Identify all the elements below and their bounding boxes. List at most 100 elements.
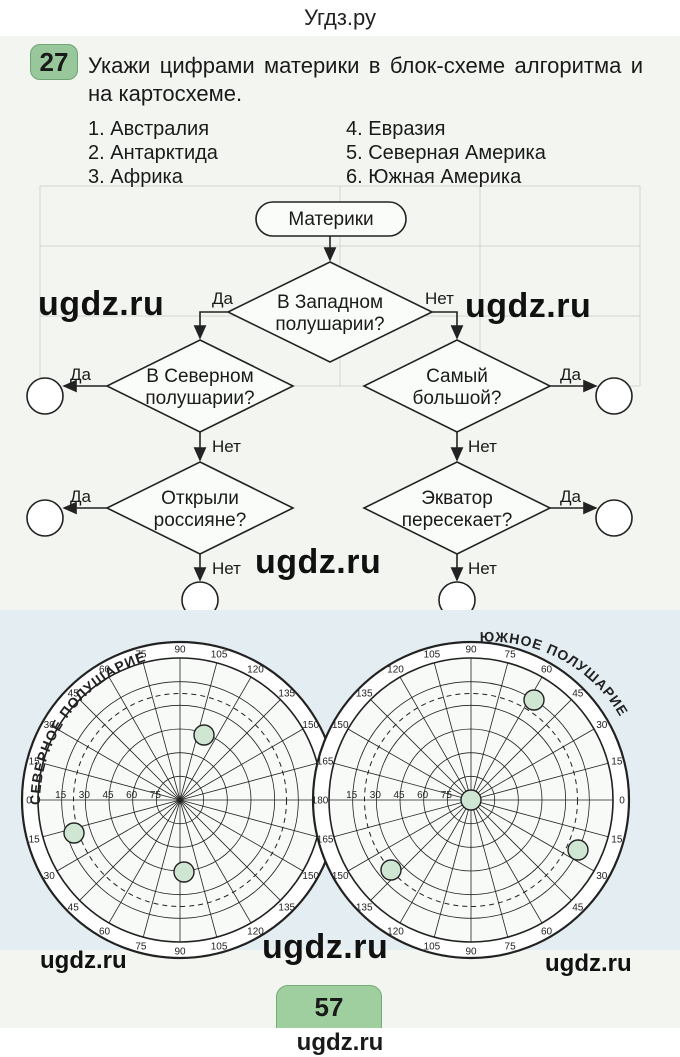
south-meridian <box>433 799 472 938</box>
south-meridian <box>347 728 472 801</box>
north-longitude-label: 45 <box>68 902 80 913</box>
south-continent-marker[interactable] <box>460 789 482 811</box>
north-meridian <box>56 799 181 872</box>
north-longitude-label: 75 <box>135 650 147 661</box>
south-meridian <box>333 799 472 838</box>
south-longitude-label: 120 <box>387 926 404 937</box>
answer-circle-5[interactable] <box>595 499 633 537</box>
north-meridian <box>142 662 181 801</box>
south-longitude-label: 150 <box>332 871 349 882</box>
north-longitude-label: 135 <box>278 689 295 700</box>
south-meridian <box>470 799 609 838</box>
list-item-south-america: 6. Южная Америка <box>346 166 522 188</box>
north-continent-marker[interactable] <box>193 724 215 746</box>
north-longitude-label: 135 <box>278 902 295 913</box>
south-longitude-label: 75 <box>505 650 517 661</box>
north-longitude-label: 15 <box>29 835 41 846</box>
south-longitude-label: 60 <box>541 926 553 937</box>
north-longitude-label: 150 <box>302 720 319 731</box>
task-number-badge: 27 <box>30 44 78 80</box>
watermark: ugdz.ru <box>38 285 165 323</box>
north-meridian <box>179 762 318 801</box>
south-meridian <box>333 762 472 801</box>
south-longitude-label: 135 <box>356 689 373 700</box>
south-longitude-label: 15 <box>611 835 623 846</box>
answer-circle-4[interactable] <box>595 377 633 415</box>
answer-circle-1[interactable] <box>26 377 64 415</box>
answer-circle-2[interactable] <box>26 499 64 537</box>
south-latitude-label: 60 <box>417 790 429 801</box>
north-longitude-label: 150 <box>302 871 319 882</box>
north-longitude-label: 30 <box>44 871 56 882</box>
north-longitude-label: 15 <box>29 756 41 767</box>
north-meridian <box>108 799 181 924</box>
label-yes-q4: Да <box>560 365 582 384</box>
south-continent-marker[interactable] <box>567 839 589 861</box>
south-longitude-label: 105 <box>424 941 441 952</box>
south-longitude-label: 120 <box>387 665 404 676</box>
north-meridian <box>56 728 181 801</box>
flow-q3-line1: Открыли <box>161 488 239 509</box>
north-longitude-label: 120 <box>247 926 264 937</box>
south-longitude-label: 150 <box>332 720 349 731</box>
south-longitude-label: 90 <box>465 947 477 958</box>
site-footer[interactable]: ugdz.ru <box>0 1028 680 1057</box>
south-meridian <box>470 799 543 924</box>
north-meridian <box>179 676 252 801</box>
label-no-q2: Нет <box>212 437 241 456</box>
north-longitude-label: 75 <box>135 941 147 952</box>
south-longitude-label: 90 <box>465 645 477 656</box>
list-item-australia: 1. Австралия <box>88 118 210 140</box>
list-item-eurasia: 4. Евразия <box>346 118 446 140</box>
north-longitude-label: 90 <box>174 645 186 656</box>
south-longitude-label: 135 <box>356 902 373 913</box>
south-longitude-label: 0 <box>619 796 625 807</box>
south-latitude-label: 30 <box>370 790 382 801</box>
south-longitude-label: 105 <box>424 650 441 661</box>
north-meridian <box>142 799 181 938</box>
south-longitude-label: 15 <box>611 756 623 767</box>
north-meridian <box>179 799 304 872</box>
label-no-q3: Нет <box>212 559 241 578</box>
south-longitude-label: 60 <box>541 665 553 676</box>
south-meridian <box>433 662 472 801</box>
north-meridian <box>179 799 281 901</box>
north-longitude-label: 0 <box>26 796 32 807</box>
south-latitude-label: 45 <box>393 790 405 801</box>
south-meridian <box>347 799 472 872</box>
north-longitude-label: 45 <box>68 689 80 700</box>
south-continent-marker[interactable] <box>380 859 402 881</box>
south-latitude-label: 15 <box>346 790 358 801</box>
south-longitude-label: 165 <box>317 756 334 767</box>
north-meridian <box>179 799 218 938</box>
north-longitude-label: 60 <box>99 926 111 937</box>
north-latitude-label: 60 <box>126 790 138 801</box>
page-number: 57 <box>276 985 382 1029</box>
south-meridian <box>370 799 472 901</box>
south-latitude-label: 75 <box>441 790 453 801</box>
list-item-africa: 3. Африка <box>88 166 183 188</box>
flow-decision-western <box>226 261 434 363</box>
flow-start-label: Материки <box>288 209 373 230</box>
label-yes-q1: Да <box>212 289 234 308</box>
northern-hemisphere-map: 0153045607590105120135150165180165150135… <box>20 640 340 960</box>
south-meridian <box>399 799 472 924</box>
north-meridian <box>108 676 181 801</box>
north-latitude-label: 15 <box>55 790 67 801</box>
north-meridian <box>79 699 181 801</box>
south-meridian <box>470 762 609 801</box>
north-longitude-label: 105 <box>211 941 228 952</box>
south-longitude-label: 180 <box>312 796 329 807</box>
north-continent-marker[interactable] <box>173 861 195 883</box>
flow-q5-line1: Экватор <box>421 488 493 509</box>
label-no-q4: Нет <box>468 437 497 456</box>
site-header[interactable]: Угдз.ру <box>0 0 680 36</box>
south-longitude-label: 30 <box>596 871 608 882</box>
south-longitude-label: 45 <box>572 689 584 700</box>
north-continent-marker[interactable] <box>63 822 85 844</box>
north-meridian <box>79 799 181 901</box>
south-continent-marker[interactable] <box>523 689 545 711</box>
south-meridian <box>470 799 572 901</box>
north-longitude-label: 90 <box>174 947 186 958</box>
